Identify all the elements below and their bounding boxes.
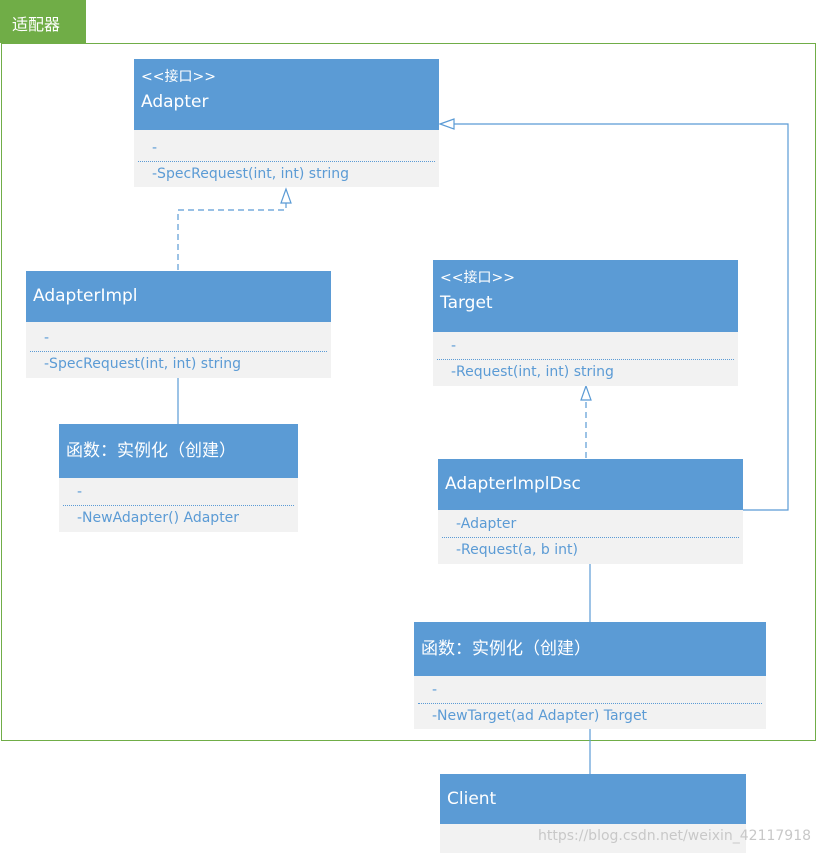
class-target: <<接口>> Target - -Request(int, int) strin…: [433, 260, 738, 386]
class-field: -: [44, 330, 50, 346]
class-name: 函数：实例化（创建）: [66, 441, 236, 461]
class-body: -Adapter -Request(a, b int): [438, 510, 743, 564]
class-header: <<接口>> Target: [433, 260, 738, 332]
divider: [138, 161, 435, 162]
class-field: -: [451, 338, 457, 354]
class-header: <<接口>> Adapter: [134, 59, 439, 130]
watermark: https://blog.csdn.net/weixin_42117918: [538, 828, 812, 844]
class-adapterimpldsc: AdapterImplDsc -Adapter -Request(a, b in…: [438, 459, 743, 564]
class-method: -SpecRequest(int, int) string: [152, 166, 349, 182]
class-method: -Request(a, b int): [456, 542, 578, 558]
class-body: - -NewTarget(ad Adapter) Target: [414, 676, 766, 729]
class-factory-newadapter: 函数：实例化（创建） - -NewAdapter() Adapter: [59, 424, 298, 532]
class-method: -NewAdapter() Adapter: [77, 510, 240, 526]
class-factory-newtarget: 函数：实例化（创建） - -NewTarget(ad Adapter) Targ…: [414, 622, 766, 729]
divider: [63, 505, 294, 506]
class-body: - -NewAdapter() Adapter: [59, 478, 298, 532]
divider: [442, 537, 739, 538]
class-field: -Adapter: [456, 516, 517, 532]
stereotype: <<接口>>: [141, 69, 216, 85]
arrowhead-adapter-from-impl: [280, 187, 292, 204]
stereotype: <<接口>>: [440, 270, 515, 286]
class-body: - -SpecRequest(int, int) string: [134, 130, 439, 187]
arrowhead-adapter-from-dsc: [438, 118, 455, 130]
class-name: Client: [447, 789, 497, 809]
class-header: 函数：实例化（创建）: [414, 622, 766, 676]
class-header: AdapterImplDsc: [438, 459, 743, 510]
class-field: -: [432, 682, 438, 698]
realization-adapterimpl-adapter: [177, 203, 287, 270]
class-body: - -SpecRequest(int, int) string: [26, 322, 331, 378]
class-method: -SpecRequest(int, int) string: [44, 356, 241, 372]
class-name: Adapter: [141, 92, 209, 112]
class-header: AdapterImpl: [26, 271, 331, 322]
class-field: -: [152, 140, 158, 156]
class-name: AdapterImpl: [33, 286, 138, 306]
package-tag: 适配器: [0, 0, 86, 43]
divider: [30, 351, 327, 352]
divider: [418, 703, 762, 704]
association-dsc-adapter: [454, 123, 789, 511]
class-name: AdapterImplDsc: [445, 474, 581, 494]
arrowhead-target-from-dsc: [580, 384, 592, 401]
class-client: Client: [440, 774, 746, 853]
class-method: -NewTarget(ad Adapter) Target: [432, 708, 648, 724]
class-header: 函数：实例化（创建）: [59, 424, 298, 478]
package-frame: [1, 43, 816, 741]
class-header: Client: [440, 774, 746, 824]
class-body: [440, 824, 746, 853]
class-adapter: <<接口>> Adapter - -SpecRequest(int, int) …: [134, 59, 439, 187]
divider: [437, 359, 734, 360]
class-name: 函数：实例化（创建）: [421, 639, 591, 659]
class-body: - -Request(int, int) string: [433, 332, 738, 386]
class-method: -Request(int, int) string: [451, 364, 614, 380]
class-adapterimpl: AdapterImpl - -SpecRequest(int, int) str…: [26, 271, 331, 378]
class-name: Target: [440, 293, 493, 313]
class-field: -: [77, 484, 83, 500]
